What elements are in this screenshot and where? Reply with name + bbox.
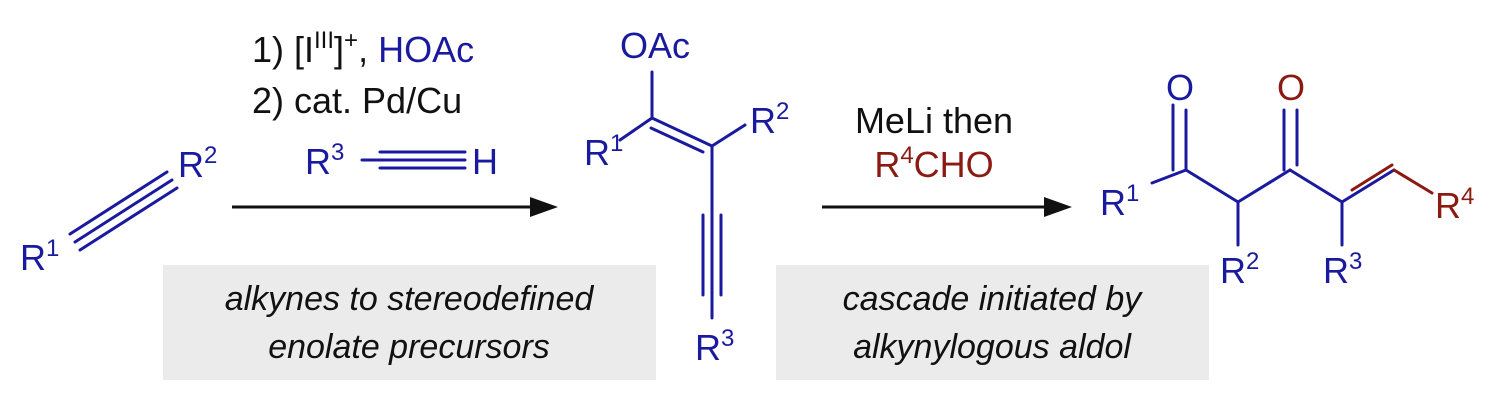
intermediate-bonds xyxy=(618,70,747,320)
intermediate-enol-acetate: OAc R1 R2 R3 xyxy=(584,25,789,368)
start-r2-label: R2 xyxy=(178,142,217,185)
intermediate-r1-label: R1 xyxy=(584,130,623,173)
step2-line2: R4CHO xyxy=(874,142,993,185)
start-r1-label: R1 xyxy=(20,235,59,278)
caption-left-line1: alkynes to stereodefined xyxy=(225,280,595,318)
product-r4-label: R4 xyxy=(1435,183,1474,226)
step1-alkyne-r3: R3 xyxy=(305,139,344,182)
reaction-arrow-1 xyxy=(232,197,558,217)
product-diketone: O O R1 R2 R3 R4 xyxy=(1100,67,1474,291)
caption-left-line2: enolate precursors xyxy=(268,328,550,366)
caption-right-line1: cascade initiated by xyxy=(843,280,1144,318)
intermediate-oac-label: OAc xyxy=(620,25,690,66)
starting-alkyne: R1 R2 xyxy=(20,142,217,278)
product-o2-label: O xyxy=(1277,67,1305,108)
intermediate-r2-label: R2 xyxy=(750,98,789,141)
product-o1-label: O xyxy=(1166,67,1194,108)
step2-reagents: MeLi then R4CHO xyxy=(855,100,1013,185)
product-bonds xyxy=(1150,103,1434,247)
step1-alkyne-triple-bond xyxy=(360,150,467,170)
caption-box-right xyxy=(776,265,1209,380)
alkyne-triple-bond xyxy=(68,170,179,252)
step2-line1: MeLi then xyxy=(855,100,1013,141)
caption-box-left xyxy=(163,265,656,380)
product-r1-label: R1 xyxy=(1100,180,1139,223)
reaction-arrow-2 xyxy=(822,197,1072,217)
product-r3-label: R3 xyxy=(1323,248,1362,291)
intermediate-r3-label: R3 xyxy=(695,325,734,368)
step1-alkyne-h: H xyxy=(472,141,498,182)
caption-right-line2: alkynylogous aldol xyxy=(853,328,1132,366)
product-r2-label: R2 xyxy=(1220,248,1259,291)
step1-reagents: 1) [IIII]+, HOAc 2) cat. Pd/Cu R3 H xyxy=(252,27,498,182)
step1-line2: 2) cat. Pd/Cu xyxy=(252,80,462,121)
step1-line1: 1) [IIII]+, HOAc xyxy=(252,27,474,70)
